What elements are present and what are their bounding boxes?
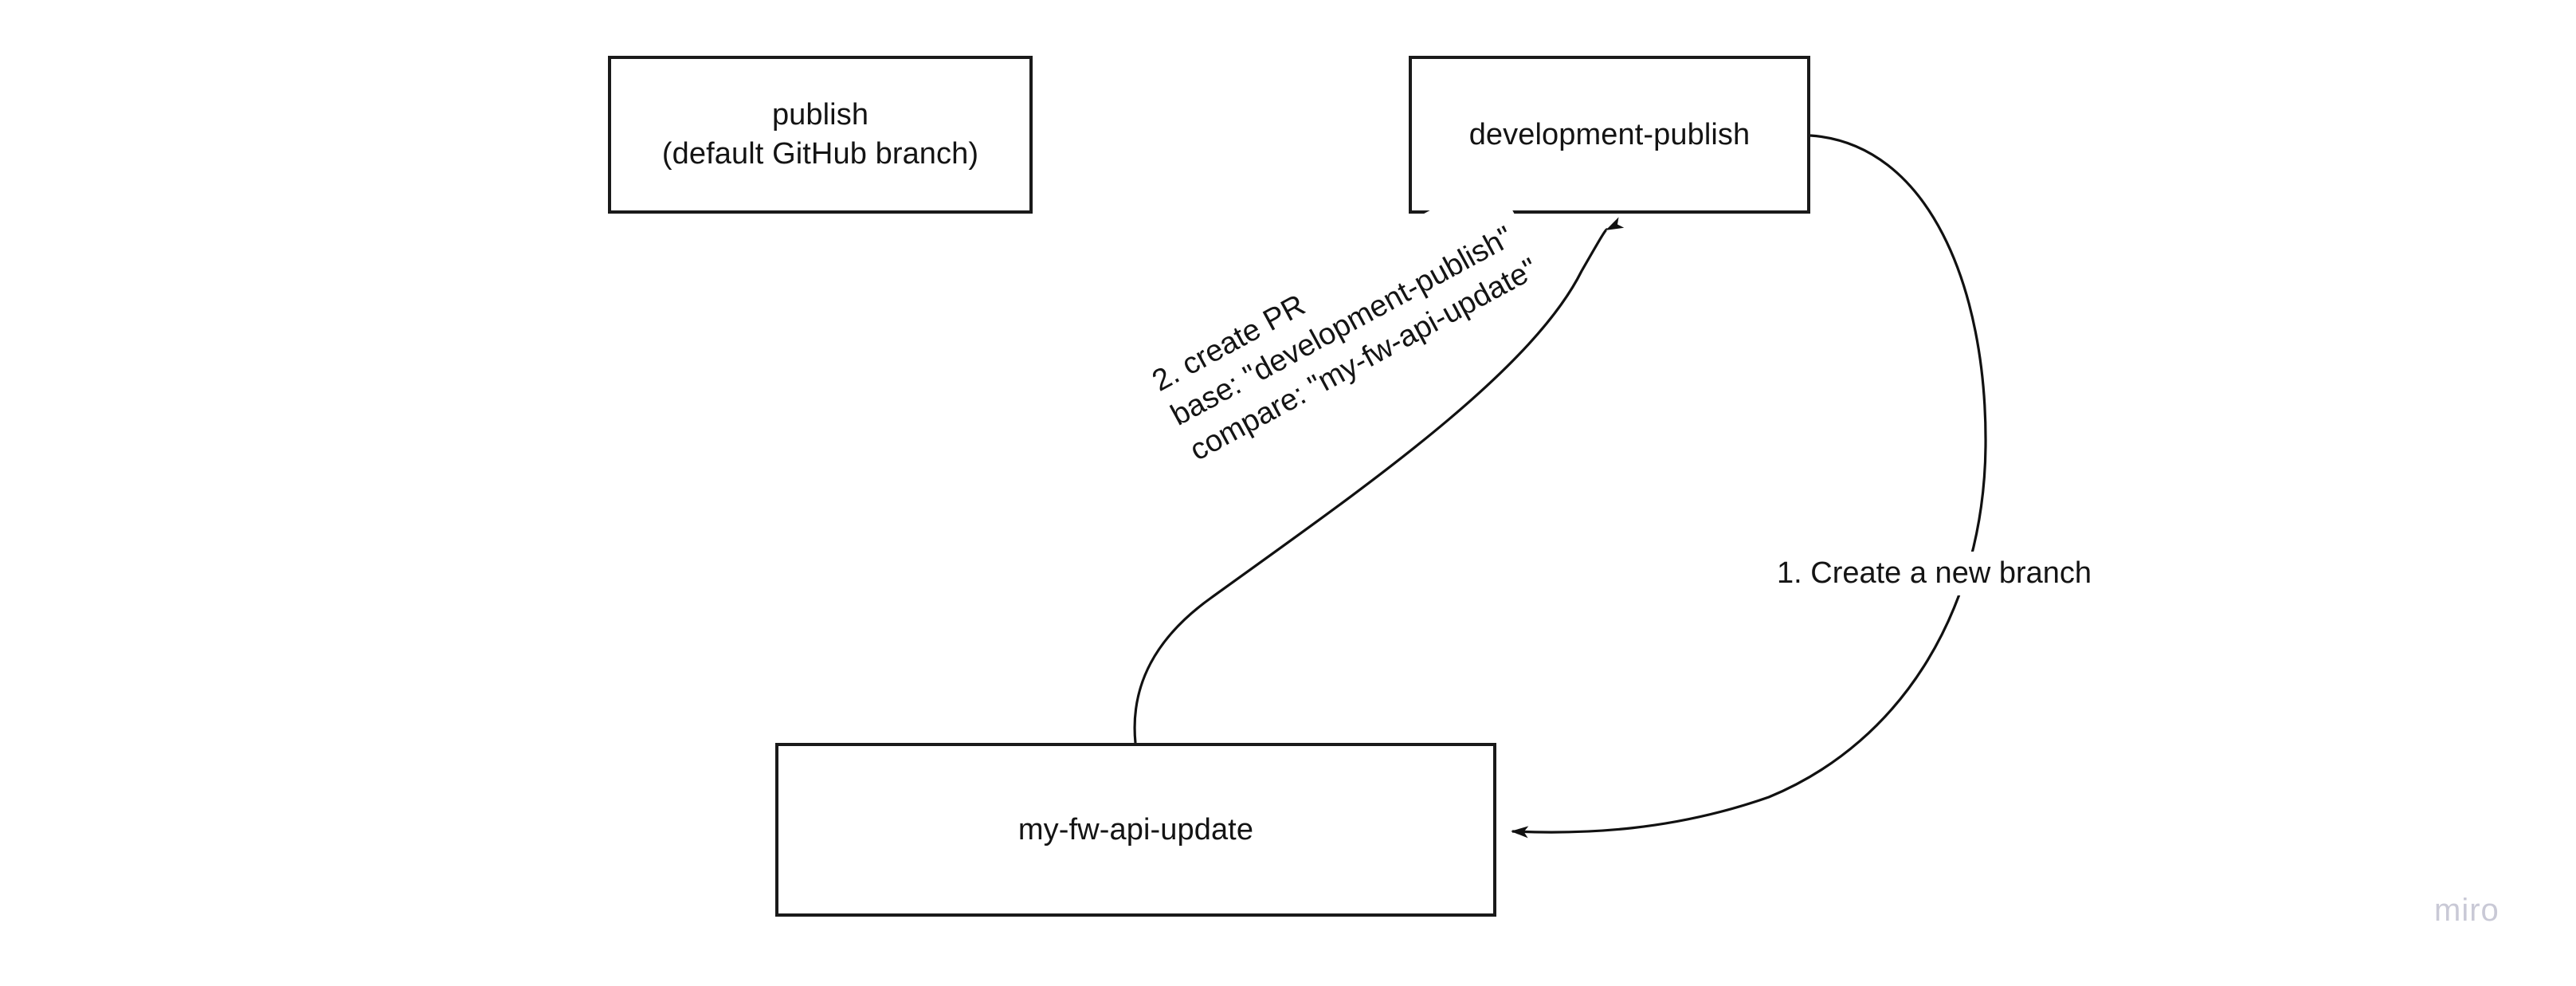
miro-watermark: miro <box>2434 893 2500 928</box>
node-publish[interactable]: publish (default GitHub branch) <box>608 56 1033 214</box>
edge-label-create-branch[interactable]: 1. Create a new branch <box>1769 552 2100 596</box>
node-development-publish[interactable]: development-publish <box>1409 56 1810 214</box>
edge-label-create-pr[interactable]: 2. create PR base: "development-publish"… <box>1139 175 1551 475</box>
node-my-fw-api-update[interactable]: my-fw-api-update <box>775 743 1496 917</box>
edge-create-branch-path <box>1511 134 1987 839</box>
